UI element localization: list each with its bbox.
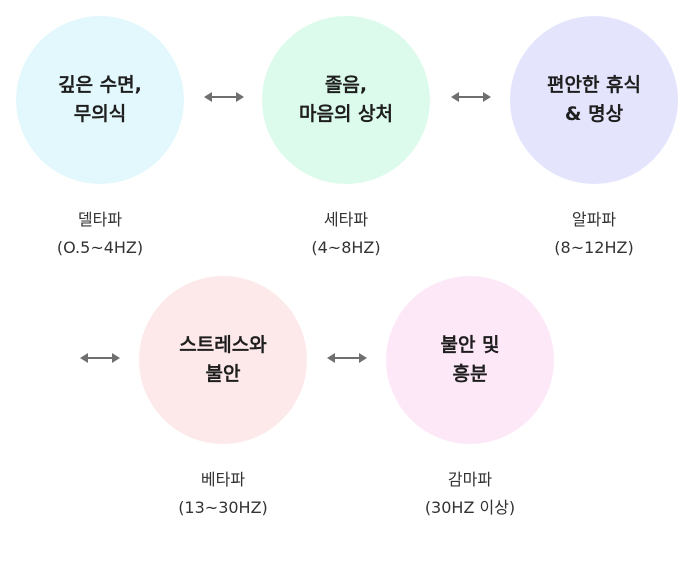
wave-range: (O.5~4HZ) [56, 238, 144, 257]
wave-range: (8~12HZ) [554, 238, 634, 257]
wave-range: (13~30HZ) [178, 498, 268, 517]
theta-wave-state: 졸음, 마음의 상처 [298, 74, 393, 125]
double-arrow-icon [80, 353, 120, 363]
gamma-wave-circle: 불안 및 흥분 [386, 276, 554, 444]
theta-wave-caption: 세타파 (4~8HZ) [256, 206, 436, 262]
delta-wave-state: 깊은 수면, 무의식 [58, 74, 142, 125]
alpha-wave-caption: 알파파 (8~12HZ) [504, 206, 684, 262]
wave-name: 델타파 [77, 210, 123, 229]
double-arrow-icon [451, 92, 491, 102]
wave-range: (4~8HZ) [311, 238, 381, 257]
beta-wave-state: 스트레스와 불안 [179, 334, 267, 385]
gamma-wave-caption: 감마파 (30HZ 이상) [380, 466, 560, 522]
double-arrow-icon [204, 92, 244, 102]
wave-name: 세타파 [323, 210, 369, 229]
wave-range: (30HZ 이상) [424, 498, 516, 517]
gamma-wave-state: 불안 및 흥분 [440, 334, 500, 385]
alpha-wave-state: 편안한 휴식 & 명상 [546, 74, 641, 125]
beta-wave-circle: 스트레스와 불안 [139, 276, 307, 444]
delta-wave-caption: 델타파 (O.5~4HZ) [10, 206, 190, 262]
alpha-wave-circle: 편안한 휴식 & 명상 [510, 16, 678, 184]
wave-name: 베타파 [200, 470, 246, 489]
wave-name: 알파파 [571, 210, 617, 229]
delta-wave-circle: 깊은 수면, 무의식 [16, 16, 184, 184]
beta-wave-caption: 베타파 (13~30HZ) [133, 466, 313, 522]
double-arrow-icon [327, 353, 367, 363]
theta-wave-circle: 졸음, 마음의 상처 [262, 16, 430, 184]
wave-name: 감마파 [447, 470, 493, 489]
